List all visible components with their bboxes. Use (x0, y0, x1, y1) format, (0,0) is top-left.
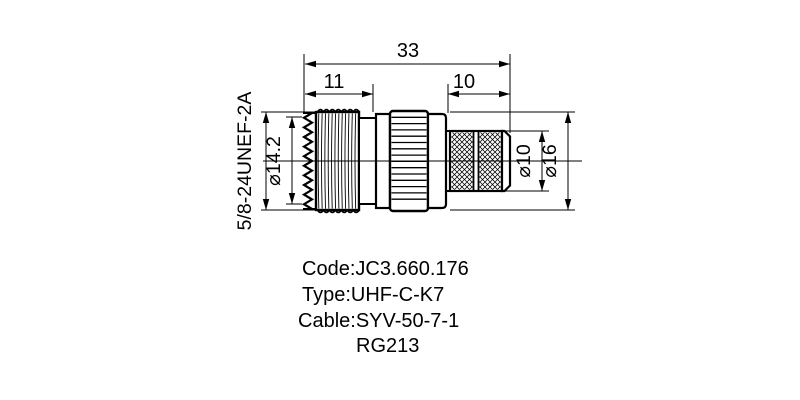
note-type: Type:UHF-C-K7 (302, 284, 444, 306)
note-cable-alt: RG213 (356, 335, 419, 357)
thread-spec-label: 5/8-24UNEF-2A (234, 92, 256, 231)
dim-overall-length: 33 (397, 40, 419, 62)
note-cable: Cable:SYV-50-7-1 (298, 310, 459, 332)
note-code: Code:JC3.660.176 (302, 258, 469, 280)
surface-patterns (301, 108, 501, 214)
dimension-arrowheads (262, 60, 572, 210)
dim-right-length: 10 (453, 71, 475, 93)
dim-left-length: 11 (324, 71, 345, 93)
